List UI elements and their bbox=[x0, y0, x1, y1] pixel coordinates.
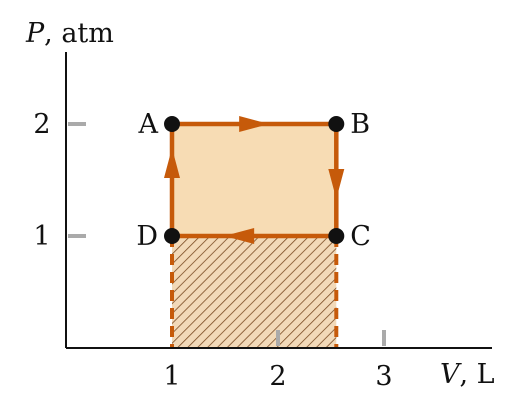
y-tick-label: 2 bbox=[33, 109, 50, 140]
state-label-d: D bbox=[136, 221, 158, 252]
x-tick-label: 2 bbox=[269, 361, 286, 392]
state-point-b bbox=[328, 116, 345, 132]
state-point-a bbox=[164, 116, 180, 132]
x-tick-label: 3 bbox=[375, 361, 392, 392]
arrow-left-icon bbox=[224, 228, 255, 244]
y-axis-var: P bbox=[25, 18, 45, 49]
arrow-right-icon bbox=[239, 116, 270, 132]
x-axis-unit: , L bbox=[460, 359, 495, 390]
state-label-c: C bbox=[350, 221, 371, 252]
state-point-d bbox=[164, 228, 180, 244]
y-axis-unit: , atm bbox=[44, 18, 114, 49]
y-axis-title: P, atm bbox=[25, 18, 114, 49]
work-area-hatched bbox=[172, 236, 337, 348]
cycle-area-fill bbox=[172, 124, 337, 236]
x-axis-var: V bbox=[440, 359, 462, 390]
y-tick-label: 1 bbox=[33, 221, 50, 252]
arrow-down-icon bbox=[328, 169, 345, 199]
state-point-c bbox=[328, 228, 345, 244]
arrow-up-icon bbox=[164, 148, 180, 178]
state-label-a: A bbox=[138, 109, 159, 140]
x-tick-label: 1 bbox=[163, 361, 180, 392]
x-axis-title: V, L bbox=[440, 359, 495, 390]
state-label-b: B bbox=[350, 109, 370, 140]
